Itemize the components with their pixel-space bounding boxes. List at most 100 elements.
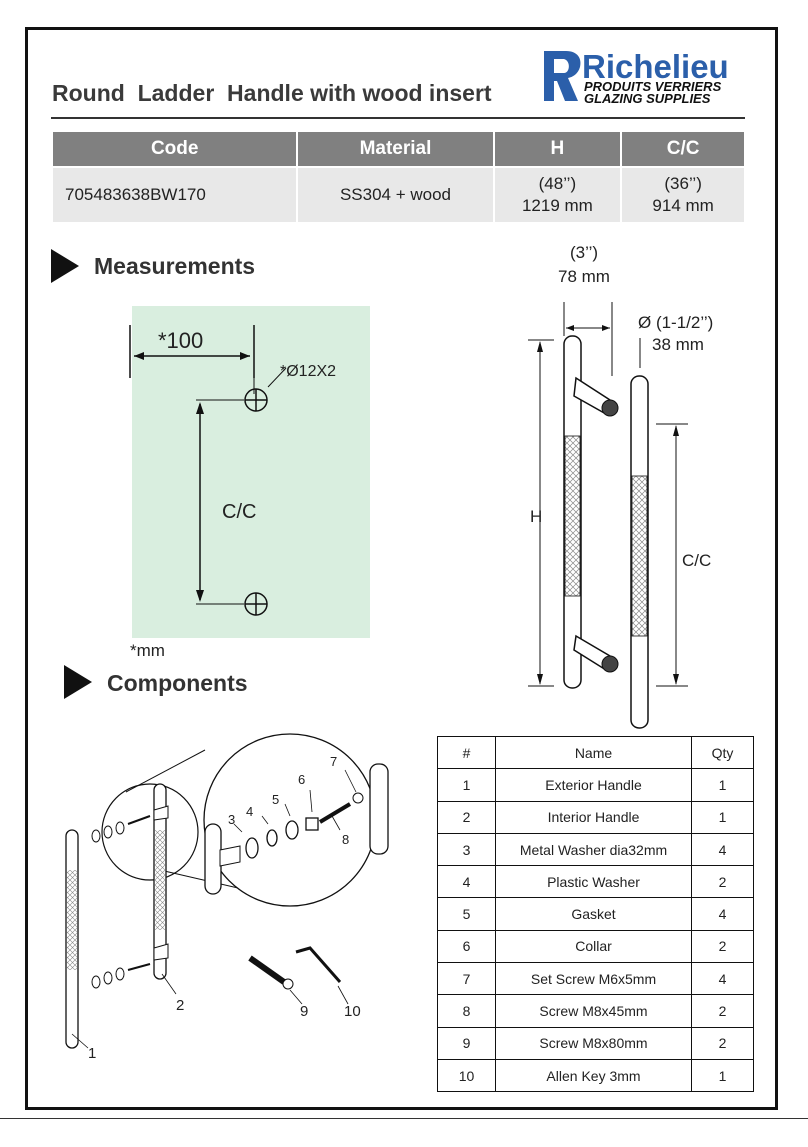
height-label: H	[530, 507, 542, 526]
screw-m8x80-icon	[248, 955, 286, 985]
measurements-arrow-icon	[51, 249, 79, 283]
spec-cc-mm: 914 mm	[652, 196, 714, 215]
part-num: 5	[437, 897, 496, 931]
parts-header-num: #	[437, 735, 496, 770]
part-qty: 2	[691, 1026, 754, 1060]
callout-5: 5	[272, 792, 279, 807]
measurements-diagram: *100 *Ø12X2 C/C	[129, 306, 370, 638]
plastic-washer-icon	[266, 829, 278, 847]
spec-h-in: (48’’)	[538, 174, 577, 193]
measurements-title: Measurements	[94, 253, 256, 279]
callout-1: 1	[88, 1045, 96, 1062]
part-name: Interior Handle	[495, 800, 692, 834]
part-num: 8	[437, 994, 496, 1028]
unit-note: *mm	[130, 641, 165, 660]
title-rule	[51, 117, 745, 119]
part-name: Screw M8x45mm	[495, 994, 692, 1028]
exterior-wood-insert	[564, 435, 581, 597]
collar-icon	[305, 817, 319, 831]
part-name: Set Screw M6x5mm	[495, 962, 692, 996]
depth-mm: 78 mm	[558, 267, 610, 286]
spec-cc: (36’’) 914 mm	[622, 168, 744, 222]
spec-material: SS304 + wood	[298, 168, 493, 222]
parts-header-name: Name	[495, 735, 692, 770]
part-qty: 4	[691, 962, 754, 996]
components-arrow-icon	[64, 665, 92, 699]
part-num: 1	[437, 768, 496, 802]
document-title: Round Ladder Handle with wood insert	[52, 80, 492, 106]
diameter-mm: 38 mm	[652, 335, 704, 354]
cc-label: C/C	[682, 551, 711, 570]
callout-2: 2	[176, 997, 184, 1014]
callout-9: 9	[300, 1003, 308, 1020]
part-qty: 2	[691, 994, 754, 1028]
components-title: Components	[107, 670, 248, 696]
spec-table: Code Material H C/C 705483638BW170 SS304…	[51, 130, 746, 224]
part-num: 9	[437, 1026, 496, 1060]
spec-header-cc: C/C	[622, 132, 744, 166]
spec-h: (48’’) 1219 mm	[494, 168, 621, 222]
part-name: Gasket	[495, 897, 692, 931]
part-num: 3	[437, 832, 496, 867]
logo-mark-icon	[544, 51, 581, 101]
screw-m8x45-icon	[318, 802, 352, 824]
richelieu-logo: Richelieu PRODUITS VERRIERS GLAZING SUPP…	[544, 48, 729, 106]
part-name: Screw M8x80mm	[495, 1026, 692, 1060]
part-num: 4	[437, 865, 496, 899]
logo-tagline-2: GLAZING SUPPLIES	[584, 91, 711, 106]
callout-3: 3	[228, 812, 235, 827]
part-num: 2	[437, 800, 496, 834]
handle-dimension-drawing: (3’’) 78 mm Ø (1-1/2’’) 38 mm H C/C	[528, 243, 713, 729]
part-qty: 1	[691, 1058, 754, 1093]
part-num: 10	[437, 1058, 496, 1093]
depth-inches: (3’’)	[570, 243, 598, 262]
part-name: Metal Washer dia32mm	[495, 832, 692, 867]
spec-header-h: H	[494, 132, 621, 166]
part-qty: 2	[691, 929, 754, 964]
spec-h-mm: 1219 mm	[521, 196, 593, 215]
components-diagram: 3 4 5 6 7 8 9 10 2 1	[65, 733, 389, 1062]
part-name: Plastic Washer	[495, 865, 692, 899]
callout-8: 8	[342, 832, 349, 847]
cc-dimension-label: C/C	[222, 501, 256, 523]
callout-7: 7	[330, 754, 337, 769]
set-screw-icon	[352, 792, 364, 804]
part-qty: 1	[691, 800, 754, 834]
hole-dimension: *Ø12X2	[280, 363, 336, 380]
glass-panel	[132, 306, 370, 638]
part-name: Collar	[495, 929, 692, 964]
page-border	[25, 27, 778, 1110]
logo-tagline-1: PRODUITS VERRIERS	[584, 79, 722, 94]
gasket-icon	[285, 820, 299, 840]
spec-cc-in: (36’’)	[664, 174, 702, 193]
part-name: Exterior Handle	[495, 768, 692, 802]
logo-name: Richelieu	[582, 48, 729, 85]
spec-header-code: Code	[53, 132, 297, 166]
part-qty: 4	[691, 897, 754, 931]
part-qty: 4	[691, 832, 754, 867]
part-name: Allen Key 3mm	[495, 1058, 692, 1093]
bottom-rule	[0, 1118, 808, 1119]
parts-header-qty: Qty	[691, 735, 754, 770]
part-num: 6	[437, 929, 496, 964]
spec-code: 705483638BW170	[53, 168, 297, 222]
spec-header-material: Material	[298, 132, 493, 166]
interior-wood-insert	[631, 475, 648, 637]
callout-10: 10	[344, 1003, 361, 1020]
callout-4: 4	[246, 804, 253, 819]
allen-key-icon	[295, 946, 342, 983]
part-qty: 1	[691, 768, 754, 802]
diameter-inches: Ø (1-1/2’’)	[638, 313, 713, 332]
offset-dimension: *100	[158, 328, 203, 353]
